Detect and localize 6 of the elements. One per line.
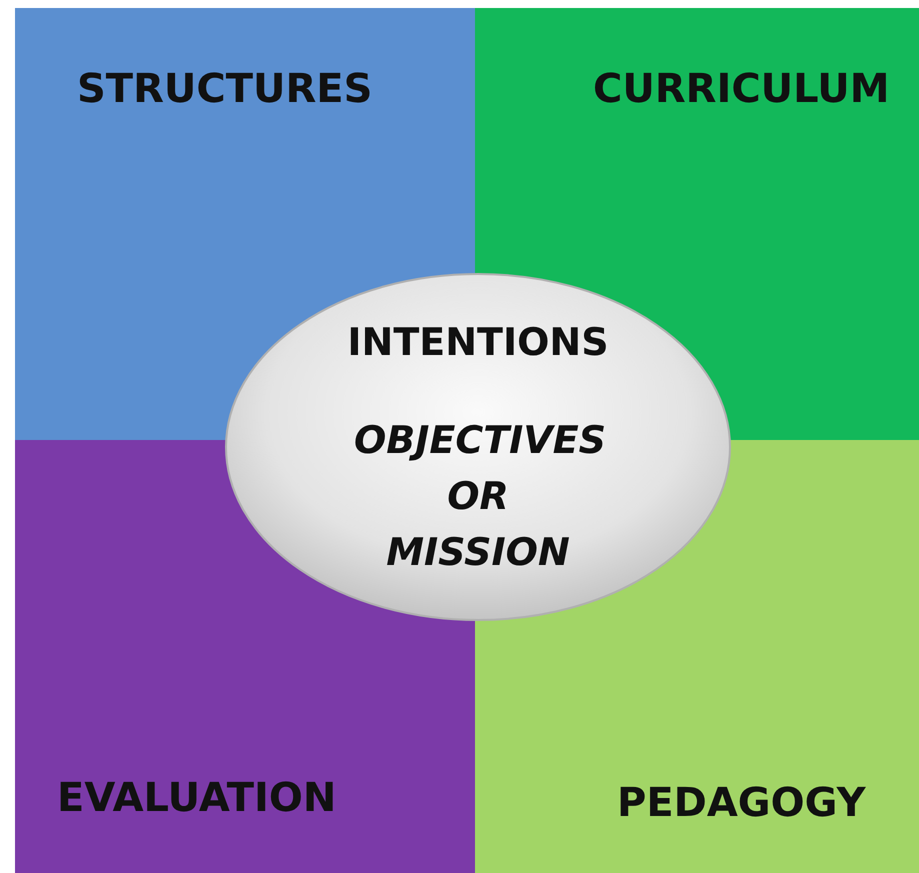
heading-text: INTENTIONS	[346, 320, 610, 364]
quadrant-title: PEDAGOGY	[617, 780, 866, 826]
body-text: OBJECTIVES OR MISSION	[354, 417, 602, 576]
quadrant-title: CURRICULUM	[593, 66, 890, 112]
quadrant-title: EVALUATION	[57, 775, 336, 821]
quadrant-title: STRUCTURES	[77, 66, 372, 112]
